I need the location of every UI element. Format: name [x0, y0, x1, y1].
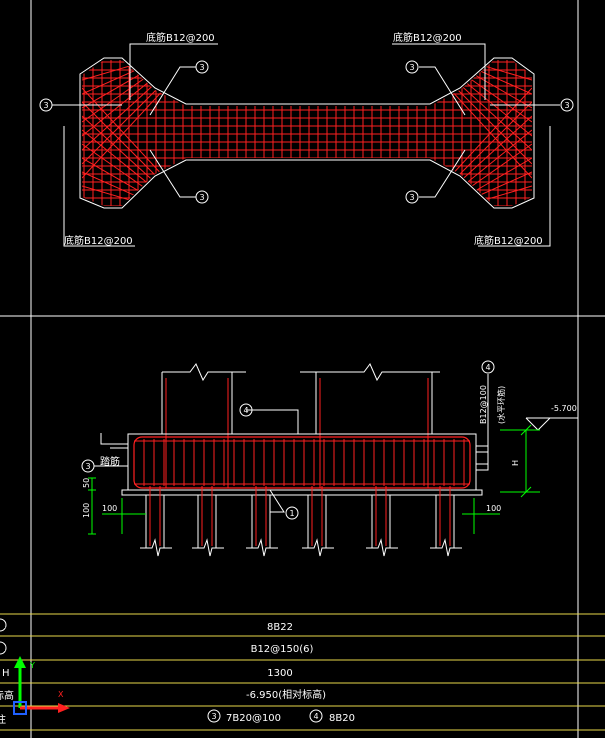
pile-break-line: [366, 538, 398, 557]
section-marker-left: 3: [85, 462, 90, 471]
pile-break-line: [302, 538, 334, 557]
pile-break-line: [246, 538, 278, 557]
table-row4-value: -6.950(相对标高): [246, 688, 326, 701]
table-row2-marker: 2: [1, 644, 6, 653]
plan-label-rebar-bottom-left: 底筋B12@200: [64, 234, 133, 247]
table-row3-label: H: [2, 668, 10, 679]
table-row2-value: B12@150(6): [251, 644, 314, 655]
plan-rebar-mesh: [82, 60, 532, 206]
marker-side-right: 3: [564, 101, 569, 110]
dim-100-left: 100: [82, 503, 91, 518]
marker-lower-left: 3: [199, 193, 204, 202]
section-note-left: 踏筋: [100, 455, 120, 468]
pile: [430, 486, 462, 557]
dim-100-right: 100: [486, 504, 501, 513]
section-blinding: [121, 489, 483, 496]
plan-bar-diagonal: [82, 87, 179, 193]
plan-bar-diagonal: [82, 101, 175, 195]
section-note-vertical: B12@100: [479, 385, 488, 424]
plan-label-rebar-top-right: 底筋B12@200: [393, 31, 462, 44]
section-view: 4 4 3 1 踏筋 B12@100 (水平环筋) -5.700: [81, 360, 578, 557]
table-row3-value: 1300: [267, 668, 292, 679]
table-row5-value-b: 8B20: [329, 713, 355, 724]
section-ledges: [100, 433, 489, 471]
section-elevation-marker: [525, 417, 578, 431]
plan-label-rebar-top-left: 底筋B12@200: [146, 31, 215, 44]
dim-50: 50: [82, 478, 91, 488]
pile: [246, 486, 278, 557]
pile: [366, 486, 398, 557]
section-marker-top-center: 4: [243, 406, 248, 415]
table-row5-value-a: 7B20@100: [226, 713, 281, 724]
marker-lower-right: 3: [409, 193, 414, 202]
section-leaders: [94, 374, 489, 513]
table-row5-mark-b: 4: [313, 712, 318, 721]
table-row1-marker: 1: [1, 621, 6, 630]
plan-bar-diagonal: [435, 87, 532, 193]
table-row1-value: 8B22: [267, 622, 293, 633]
section-marker-top-right: 4: [485, 363, 490, 372]
pile-break-line: [140, 538, 172, 557]
pile: [140, 486, 172, 557]
plan-outline: [79, 57, 535, 209]
pile-break-line: [430, 538, 462, 557]
section-columns: [161, 363, 440, 434]
pile: [192, 486, 224, 557]
dim-100-inner-left: 100: [102, 504, 117, 513]
section-piles: [140, 486, 462, 557]
marker-side-left: 3: [43, 101, 48, 110]
ucs-icon[interactable]: X Y: [13, 656, 70, 715]
section-note-vertical-2: (水平环筋): [496, 386, 506, 424]
section-stirrups: [134, 439, 470, 486]
table-row5-label: 注: [0, 713, 6, 726]
section-elevation-text: -5.700: [551, 404, 577, 413]
section-cap-rebar-cage: [133, 436, 471, 489]
pile: [302, 486, 334, 557]
marker-upper-right: 3: [409, 63, 414, 72]
plan-markers: 3 3 3 3 3 3: [39, 60, 574, 204]
plan-bar-diagonal: [455, 157, 532, 203]
section-marker-pile: 1: [289, 509, 294, 518]
section-dimensions: [88, 424, 540, 535]
rebar-table: 1 8B22 2 B12@150(6) H 1300 标高 -6.950(相对标…: [0, 613, 605, 731]
plan-view: 底筋B12@200 底筋B12@200 底筋B12@200 底筋B12@200 …: [39, 31, 574, 247]
section-column-bars: [165, 378, 429, 488]
marker-upper-left: 3: [199, 63, 204, 72]
plan-leaders: [52, 43, 560, 247]
table-grid: [0, 613, 605, 731]
table-row4-label: 标高: [0, 689, 14, 702]
plan-label-rebar-bottom-right: 底筋B12@200: [474, 234, 543, 247]
plan-bar-diagonal: [439, 101, 532, 195]
dim-height-symbol: H: [511, 460, 520, 466]
ucs-y-label: Y: [29, 661, 35, 670]
table-row5-mark-a: 3: [211, 712, 216, 721]
pile-break-line: [192, 538, 224, 557]
ucs-x-label: X: [58, 690, 64, 699]
